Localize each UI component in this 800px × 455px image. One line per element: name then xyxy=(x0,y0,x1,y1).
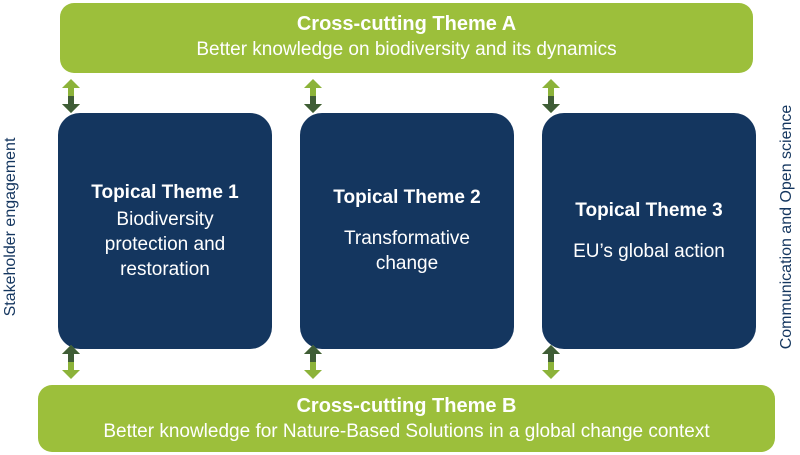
double-arrow-icon xyxy=(304,345,322,379)
theme-b-title: Cross-cutting Theme B xyxy=(296,395,517,417)
topical-theme-1-line-3: restoration xyxy=(120,258,210,280)
cross-cutting-theme-a: Cross-cutting Theme A Better knowledge o… xyxy=(60,3,753,73)
topical-theme-1-line-1: Biodiversity xyxy=(116,208,214,230)
stakeholder-engagement-label: Stakeholder engagement xyxy=(2,137,19,317)
topical-theme-3-line-1: EU’s global action xyxy=(573,240,725,262)
cross-cutting-theme-b: Cross-cutting Theme B Better knowledge f… xyxy=(38,385,775,452)
double-arrow-icon xyxy=(542,79,560,113)
double-arrow-icon xyxy=(304,79,322,113)
topical-theme-1-box: Topical Theme 1 Biodiversity protection … xyxy=(58,113,272,349)
topical-theme-1-line-2: protection and xyxy=(104,233,226,255)
theme-b-subtitle: Better knowledge for Nature-Based Soluti… xyxy=(103,421,710,442)
topical-theme-2-title: Topical Theme 2 xyxy=(333,187,481,208)
topical-theme-2-line-2: change xyxy=(375,253,439,274)
topical-theme-3-box: Topical Theme 3 EU’s global action xyxy=(542,113,756,349)
double-arrow-icon xyxy=(542,345,560,379)
theme-a-title: Cross-cutting Theme A xyxy=(296,13,517,35)
double-arrow-icon xyxy=(62,79,80,113)
theme-a-subtitle: Better knowledge on biodiversity and its… xyxy=(196,39,617,60)
topical-theme-3-title: Topical Theme 3 xyxy=(575,199,723,221)
double-arrow-icon xyxy=(62,345,80,379)
topical-theme-2-line-1: Transformative xyxy=(344,228,470,249)
topical-theme-2-box: Topical Theme 2 Transformative change xyxy=(300,113,514,349)
communication-open-science-label: Communication and Open science xyxy=(778,104,795,350)
topical-theme-1-title: Topical Theme 1 xyxy=(91,181,239,203)
